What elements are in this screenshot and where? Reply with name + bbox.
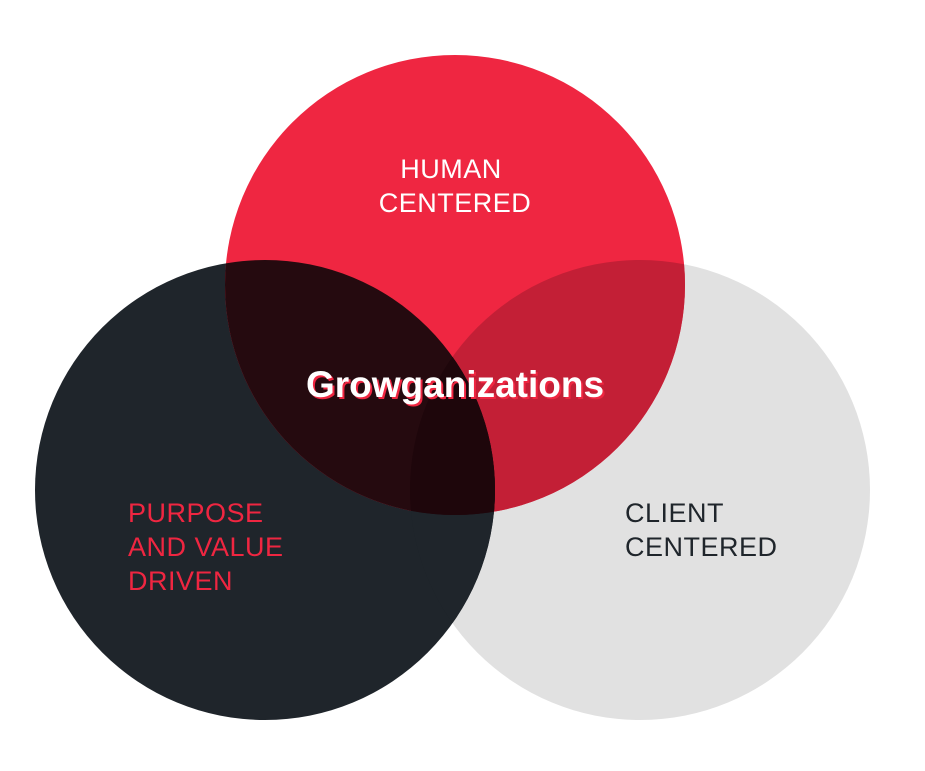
center-label-shadow: Growganizations xyxy=(308,366,606,407)
center-label: Growganizations xyxy=(306,364,604,405)
human-centered-label: HUMAN CENTERED xyxy=(379,154,532,218)
purpose-value-driven-label: PURPOSE AND VALUE DRIVEN xyxy=(128,498,292,596)
client-centered-label: CLIENT CENTERED xyxy=(625,498,778,562)
